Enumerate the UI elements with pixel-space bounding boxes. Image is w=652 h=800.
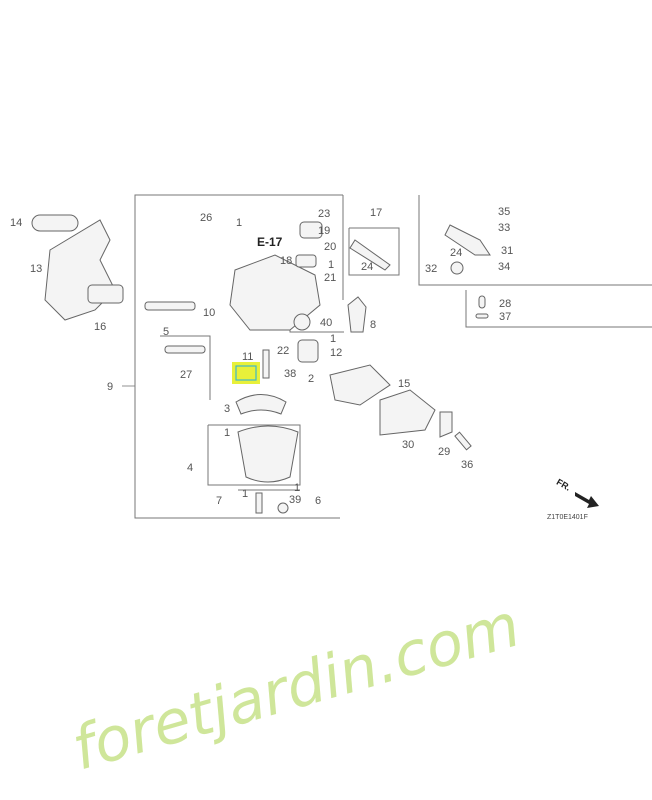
callout-15[interactable]: 15	[398, 378, 410, 390]
callout-5[interactable]: 5	[163, 326, 169, 338]
callout-4[interactable]: 4	[187, 462, 193, 474]
callout-21[interactable]: 21	[324, 272, 336, 284]
insulator-part	[87, 284, 124, 304]
callout-2[interactable]: 2	[308, 373, 314, 385]
bowl-22	[297, 339, 319, 363]
direction-label: FR.	[555, 477, 573, 493]
callout-10[interactable]: 10	[203, 307, 215, 319]
callout-9[interactable]: 9	[107, 381, 113, 393]
bracket-8	[347, 296, 367, 333]
callout-39[interactable]: 39	[289, 494, 301, 506]
bracket-30	[379, 389, 436, 436]
cover-part	[299, 221, 323, 239]
cap-part	[295, 254, 317, 268]
callout-1[interactable]: 1	[236, 217, 242, 229]
callout-29[interactable]: 29	[438, 446, 450, 458]
callout-36[interactable]: 36	[461, 459, 473, 471]
callout-6[interactable]: 6	[315, 495, 321, 507]
pin-28	[478, 295, 486, 309]
valve-40	[293, 313, 311, 331]
callout-38[interactable]: 38	[284, 368, 296, 380]
screw-7	[255, 492, 263, 514]
watermark-text: foretjardin.com	[65, 590, 528, 784]
jet-11	[262, 349, 270, 379]
highlighted-part-marker[interactable]	[232, 362, 260, 384]
callout-34[interactable]: 34	[498, 261, 510, 273]
callout-14[interactable]: 14	[10, 217, 22, 229]
callout-40[interactable]: 40	[320, 317, 332, 329]
arrow-icon	[575, 492, 599, 508]
callout-24[interactable]: 24	[450, 247, 462, 259]
callout-16[interactable]: 16	[94, 321, 106, 333]
svg-text:foretjardin.com: foretjardin.com	[65, 590, 528, 784]
diagram-frames	[122, 194, 652, 519]
bracket-15	[329, 364, 391, 406]
callout-3[interactable]: 3	[224, 403, 230, 415]
watermark: foretjardin.com	[65, 590, 528, 784]
callout-18[interactable]: 18	[280, 255, 292, 267]
callout-13[interactable]: 13	[30, 263, 42, 275]
lever-part	[349, 239, 391, 271]
callout-32[interactable]: 32	[425, 263, 437, 275]
callout-12[interactable]: 12	[330, 347, 342, 359]
callout-35[interactable]: 35	[498, 206, 510, 218]
highlighted-part-marker-border	[235, 365, 257, 381]
callout-11[interactable]: 11	[242, 351, 253, 363]
callout-7[interactable]: 7	[216, 495, 222, 507]
callout-8[interactable]: 8	[370, 319, 376, 331]
callout-22[interactable]: 22	[277, 345, 289, 357]
screw-27	[164, 345, 206, 354]
callout-23[interactable]: 23	[318, 208, 330, 220]
callout-37[interactable]: 37	[499, 311, 511, 323]
callout-1[interactable]: 1	[224, 427, 230, 439]
bracket-part	[44, 219, 116, 321]
callout-27[interactable]: 27	[180, 369, 192, 381]
callout-33[interactable]: 33	[498, 222, 510, 234]
callout-1[interactable]: 1	[328, 259, 334, 271]
drain-screw-39	[277, 502, 289, 514]
governor-arm-31	[444, 224, 491, 256]
gasket-part	[31, 214, 79, 232]
callout-1[interactable]: 1	[242, 488, 248, 500]
callout-20[interactable]: 20	[324, 241, 336, 253]
screw-5	[144, 301, 196, 311]
section-reference: E-17	[257, 235, 283, 249]
float-3	[235, 394, 287, 415]
drawing-code: Z1T0E1401F	[547, 514, 588, 521]
callout-28[interactable]: 28	[499, 298, 511, 310]
callout-17[interactable]: 17	[370, 207, 382, 219]
callout-26[interactable]: 26	[200, 212, 212, 224]
nut-32	[450, 261, 464, 275]
bolt-36	[454, 431, 472, 451]
callout-19[interactable]: 19	[318, 225, 330, 237]
callout-30[interactable]: 30	[402, 439, 414, 451]
clip-37	[475, 313, 489, 319]
callout-24[interactable]: 24	[361, 261, 373, 273]
float-bowl-4	[237, 425, 299, 483]
callout-1[interactable]: 1	[330, 333, 336, 345]
callout-1[interactable]: 1	[294, 482, 300, 494]
callout-31[interactable]: 31	[501, 245, 513, 257]
front-direction-indicator: FR.	[555, 477, 599, 508]
parts	[31, 214, 491, 514]
part-29	[439, 411, 453, 438]
